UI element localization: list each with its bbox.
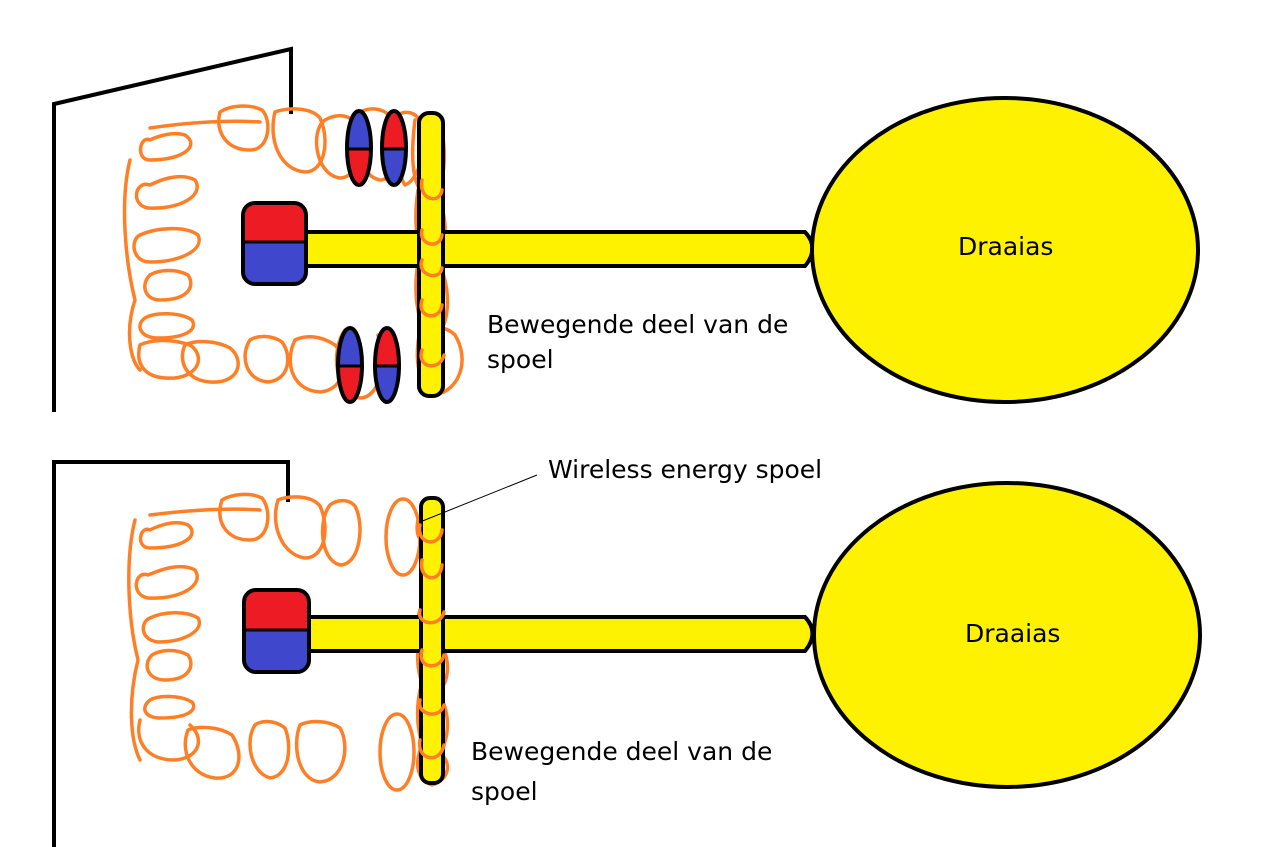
wireless-coil-label: Wireless energy spoel [548,455,822,484]
wheel-bottom [812,481,1202,789]
wheel-label-bottom: Draaias [965,619,1060,648]
magnet-upper-right [380,109,408,187]
wheel-top [810,96,1200,404]
magnet-lower-left [336,326,364,404]
magnet-upper-left [345,109,373,187]
moving-part-label-top-line1: Bewegende deel van de [487,310,788,339]
diagram-bottom: Wireless energy spoel Draaias Bewegende … [52,455,1202,847]
moving-part-label-top-line2: spoel [487,345,554,374]
shaft-bottom [303,615,815,653]
moving-part-label-bottom-line1: Bewegende deel van de [471,737,772,766]
wheel-label-top: Draaias [958,232,1053,261]
callout-line [419,474,538,523]
magnet-lower-right [373,326,401,404]
diagram-top: Draaias Bewegende deel van de spoel [52,46,1200,412]
central-magnet-top [241,201,308,286]
central-magnet-bottom [242,588,311,674]
disc-top [417,111,445,398]
moving-part-label-bottom-line2: spoel [471,777,538,806]
wire-top [52,46,293,412]
shaft-top [303,230,815,268]
wire-bottom [52,460,290,847]
